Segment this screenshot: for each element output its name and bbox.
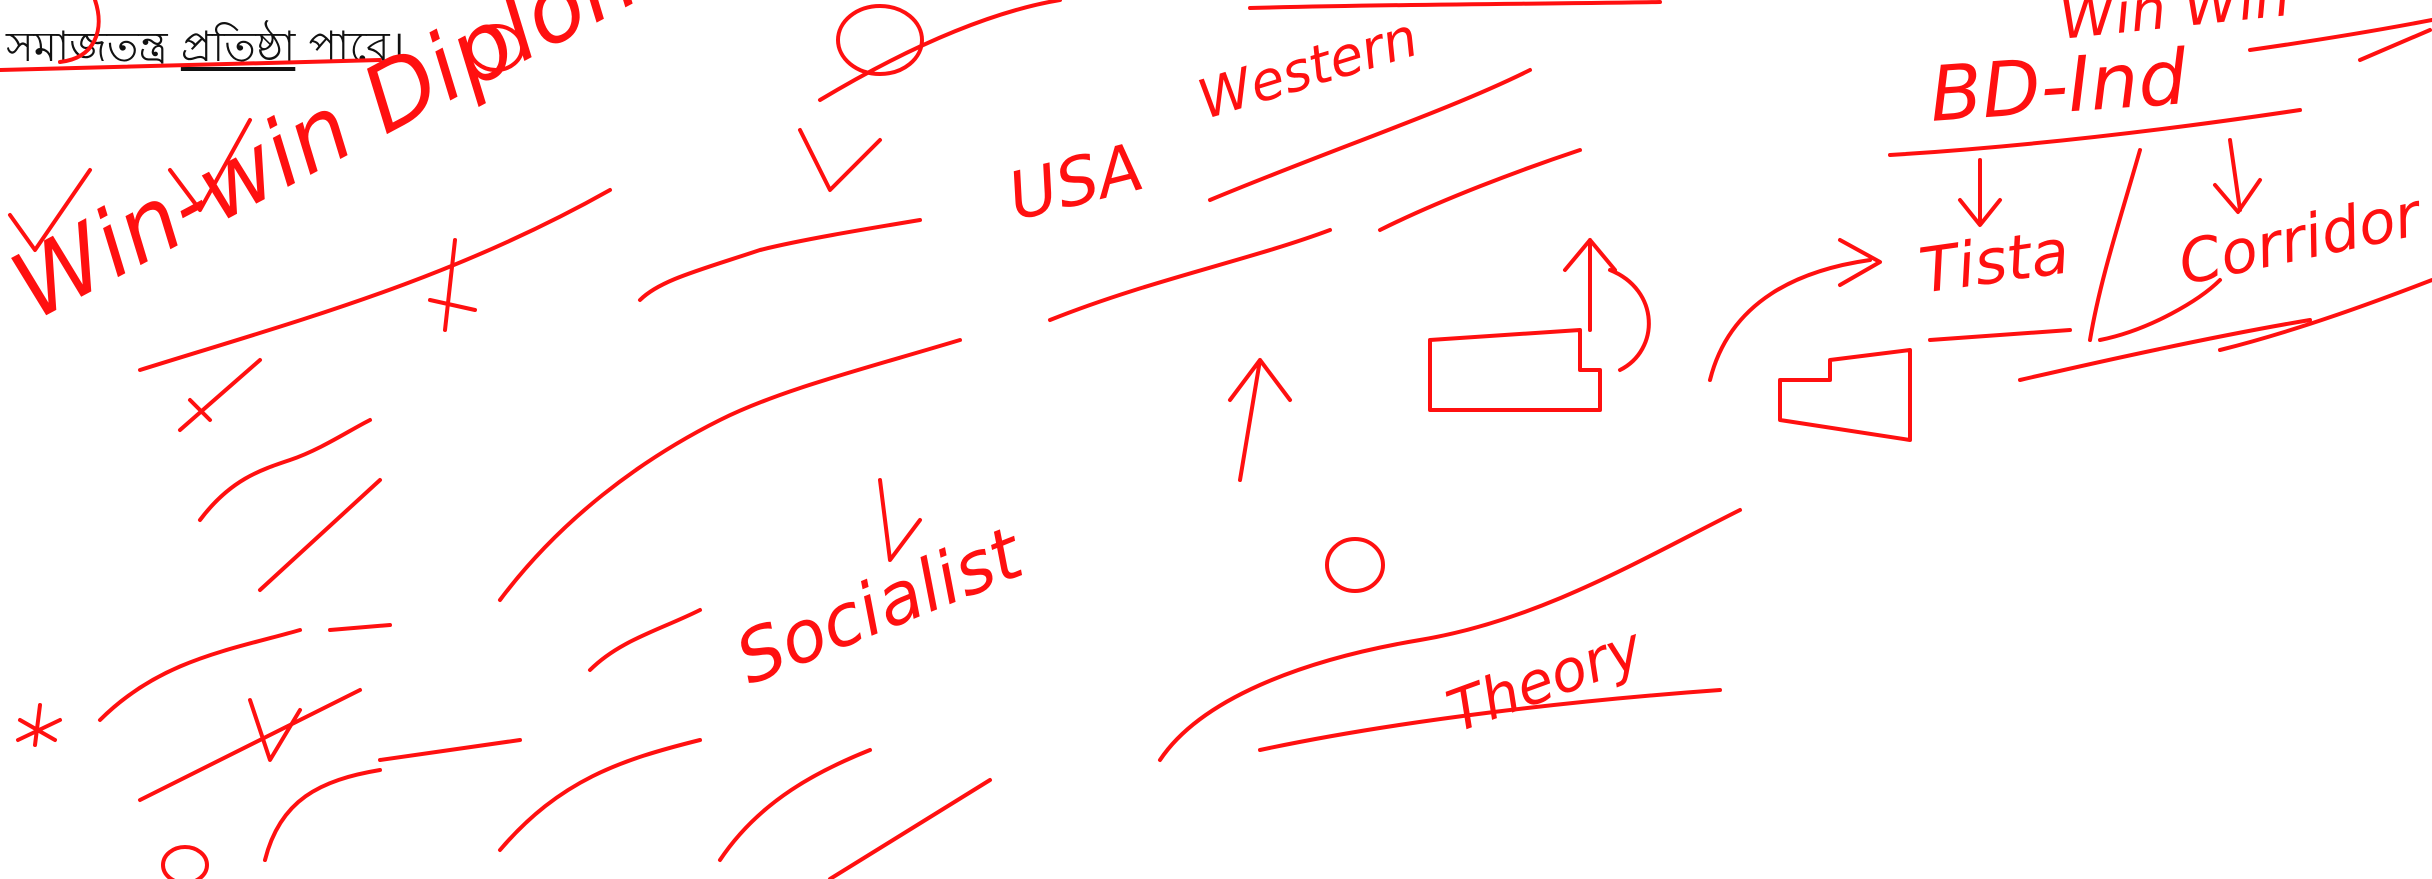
ink-bracket-printed [58,0,101,64]
ink-line-bottom-center [828,778,992,879]
ink-scribble-bottom-2 [718,748,872,862]
ink-top-line-right [1248,0,1662,10]
ink-scribble-center-3 [1048,228,1332,322]
ink-scribble-left-1 [198,418,372,522]
ink-scribble-bottom-left [263,738,522,862]
ink-line-top-right [2248,18,2432,52]
ink-star-mark [16,703,62,747]
ink-underline-bd-ind [1888,108,2302,157]
ink-up-arrow-center [1228,358,1292,482]
ink-underline-diplomacy [138,188,612,372]
ink-line-bottom-left [138,688,362,802]
ink-underline-theory [1258,688,1722,752]
ink-scribble-bottom-center [498,738,702,852]
ink-box-1 [1428,328,1602,412]
ink-check-2 [168,118,252,212]
ink-top-long-line [818,0,1062,102]
ink-small-flag [428,238,477,332]
ink-box-2 [1778,348,1912,442]
ink-scribble-center-2 [498,338,962,602]
ink-underline-tista [1928,328,2072,342]
ink-arrow-down-left [248,698,302,762]
ink-right-edge-scribble [2358,28,2432,62]
printed-word-1: সমাজতন্ত্র [6,22,168,71]
ink-check-3 [798,128,882,192]
ink-curve-box1 [1608,268,1651,372]
ink-bracket-corridor [2098,278,2222,342]
ink-circled-mark-2 [836,4,924,76]
ink-vertical-divider [2088,148,2142,342]
ink-underline-corridor-2 [2218,278,2432,352]
ink-scribble-theory-top [1158,508,1742,762]
ink-scribble-left-3 [98,623,392,722]
ink-underline-printed [0,58,382,72]
ink-arrow-down-center [878,478,922,562]
ink-scribble-left-2 [258,478,382,592]
ink-up-arrow-box1 [1563,238,1617,332]
ink-check-1 [8,168,92,252]
ink-scribble-center-4 [1378,148,1582,232]
ink-arrow-down-corridor [2213,138,2262,214]
ink-underline-western [1208,68,1532,202]
printed-text-line: সমাজতন্ত্র প্রতিষ্ঠা পাবে। [6,14,405,85]
ink-scribble-center-1 [638,218,922,302]
ink-arrow-down-tista [1958,158,2002,227]
ink-scribble-center-5 [588,608,702,672]
ink-underline-corridor-1 [2018,318,2312,382]
ink-circled-mark-3 [161,845,209,879]
ink-small-stroke [178,358,262,432]
ink-circled-mark-4 [1325,537,1385,593]
ink-circled-mark-1 [468,24,524,72]
ink-curve-arrow-box2 [1708,238,1882,382]
